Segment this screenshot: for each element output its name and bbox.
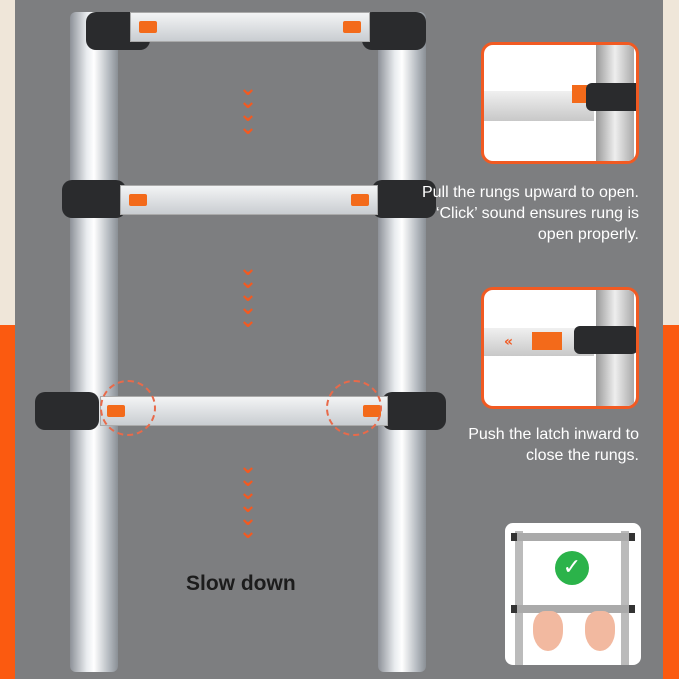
rung [120, 185, 378, 215]
highlight-circle [100, 380, 156, 436]
slow-down-label: Slow down [186, 572, 296, 595]
chevron-down-icon: ⌄⌄⌄⌄⌄⌄ [238, 454, 258, 544]
hand-grip-inset [505, 523, 641, 665]
clamp [372, 180, 436, 218]
clamp [62, 180, 126, 218]
close-detail-inset: « [481, 287, 639, 409]
highlight-circle [326, 380, 382, 436]
chevron-down-icon: ⌄⌄⌄⌄⌄ [238, 256, 258, 333]
right-pole [378, 12, 426, 672]
chevron-down-icon: ⌄⌄⌄⌄ [238, 76, 258, 140]
open-caption: Pull the rungs upward to open. ‘Click’ s… [421, 184, 639, 243]
clamp [362, 12, 426, 50]
check-icon: ✓ [555, 551, 589, 585]
left-pole [70, 12, 118, 672]
clamp [382, 392, 446, 430]
close-caption: Push the latch inward to close the rungs… [468, 426, 639, 464]
rung [130, 12, 370, 42]
open-detail-inset [481, 42, 639, 164]
clamp [35, 392, 99, 430]
